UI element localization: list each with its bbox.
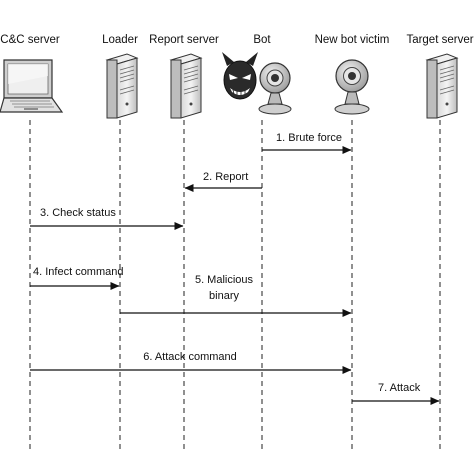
message-1-brute-force: 1. Brute force (262, 132, 352, 154)
message-6-attack-command: 6. Attack command (30, 351, 352, 374)
actor-label-cc-server: C&C server (0, 34, 60, 46)
actor-label-new-bot-victim: New bot victim (315, 34, 390, 46)
message-label-line1: 5. Malicious (195, 274, 254, 286)
message-label: 1. Brute force (276, 132, 342, 144)
message-5-malicious-binary: 5. Malicious binary (120, 274, 352, 317)
webcam-icon (258, 62, 292, 115)
message-label: 2. Report (203, 171, 248, 183)
message-4-infect-command: 4. Infect command (30, 266, 124, 290)
message-3-check-status: 3. Check status (30, 207, 184, 230)
message-label-line2: binary (209, 290, 239, 302)
actor-label-bot: Bot (253, 34, 271, 46)
server-tower-icon (169, 53, 203, 119)
actor-label-report-server: Report server (149, 34, 219, 46)
message-label: 7. Attack (378, 382, 421, 394)
server-tower-icon (425, 53, 459, 119)
server-tower-icon (105, 53, 139, 119)
message-7-attack: 7. Attack (352, 382, 440, 405)
webcam-icon (334, 59, 370, 115)
message-2-report: 2. Report (184, 171, 262, 192)
message-label: 4. Infect command (33, 266, 124, 278)
message-label: 3. Check status (40, 207, 116, 219)
actor-label-loader: Loader (102, 34, 138, 46)
devil-icon (222, 52, 258, 100)
actor-label-target-server: Target server (406, 34, 473, 46)
laptop-icon (0, 59, 64, 113)
message-label: 6. Attack command (143, 351, 237, 363)
